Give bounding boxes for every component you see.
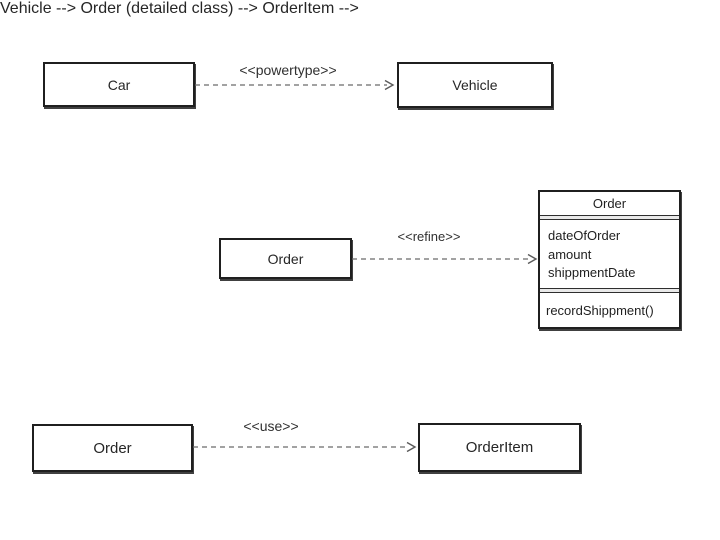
class-name-car: Car: [107, 76, 131, 93]
class-box-order-simple: Order: [219, 238, 352, 279]
open-arrowhead-icon: [384, 79, 395, 91]
open-arrowhead-icon: [527, 253, 538, 265]
class-title-order: Order: [592, 196, 627, 211]
class-name-order-simple: Order: [267, 250, 304, 267]
attribute-dateOfOrder: dateOfOrder: [548, 228, 621, 243]
class-box-car: Car: [43, 62, 195, 107]
class-name-order-bottom: Order: [93, 439, 132, 457]
class-name-vehicle: Vehicle: [452, 77, 498, 93]
operations-compartment: recordShippment(): [540, 293, 679, 327]
dependency-arrow-use: [193, 441, 417, 453]
stereotype-label-powertype: <<powertype>>: [239, 62, 337, 78]
operation-recordShippment: recordShippment(): [546, 302, 654, 318]
class-name-orderitem: OrderItem: [465, 439, 534, 456]
compartment-divider: [540, 215, 679, 220]
open-arrowhead-icon: [406, 441, 417, 453]
stereotype-label-refine: <<refine>>: [397, 229, 461, 244]
dependency-arrow-powertype: [195, 79, 395, 91]
class-box-vehicle: Vehicle: [397, 62, 553, 108]
class-box-orderitem: OrderItem: [418, 423, 581, 472]
stereotype-label-use: <<use>>: [243, 418, 299, 434]
class-box-order-bottom: Order: [32, 424, 193, 472]
attribute-amount: amount: [548, 246, 592, 262]
attributes-compartment: dateOfOrder amount shippmentDate: [540, 220, 679, 288]
compartment-divider: [540, 288, 679, 293]
attribute-shippmentDate: shippmentDate: [548, 265, 636, 280]
class-box-order-detailed: Order dateOfOrder amount shippmentDate r…: [538, 190, 681, 329]
dependency-arrow-refine: [352, 253, 538, 265]
